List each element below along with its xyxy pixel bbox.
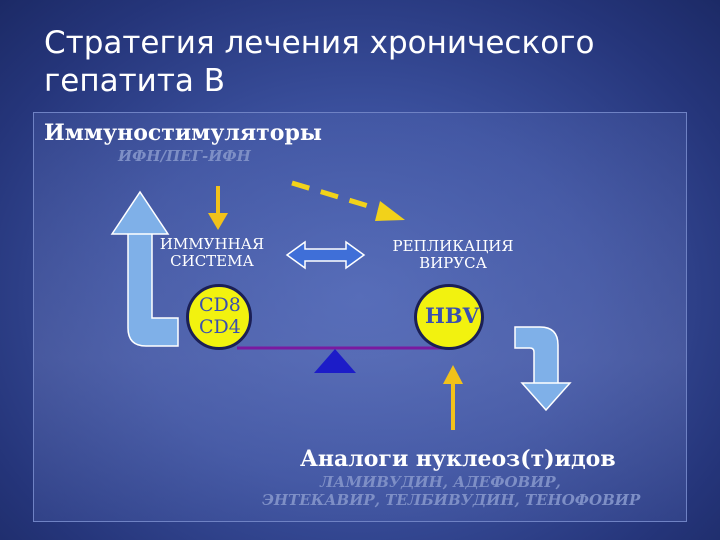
dashed-arrow-icon [291,180,405,221]
ifn-down-arrow-icon [208,186,228,230]
drugs-line-2: ЭНТЕКАВИР, ТЕЛБИВУДИН, ТЕНОФОВИР [262,491,641,509]
virus-replication-label: РЕПЛИКАЦИЯ ВИРУСА [392,237,514,272]
fulcrum-triangle [314,349,356,373]
cd-markers-label: CD8 CD4 [199,294,241,338]
slide-title: Стратегия лечения хронического гепатита … [44,25,595,99]
nucleoside-analogs-label: Аналоги нуклеоз(т)идов [300,446,616,472]
curved-down-arrow-icon [514,326,572,412]
drugs-line-1: ЛАМИВУДИН, АДЕФОВИР, [320,473,561,491]
immune-system-label: ИММУННАЯ СИСТЕМА [159,235,265,270]
hbv-circle [414,284,484,350]
hbv-label: HBV [425,303,479,328]
double-arrow-icon [285,240,366,270]
immunostimulators-label: Иммуностимуляторы [44,120,322,146]
curved-up-arrow-icon [110,190,179,347]
analogs-up-arrow-icon [443,365,463,430]
ifn-label: ИФН/ПЕГ-ИФН [118,147,251,165]
cd-circle [186,284,252,350]
